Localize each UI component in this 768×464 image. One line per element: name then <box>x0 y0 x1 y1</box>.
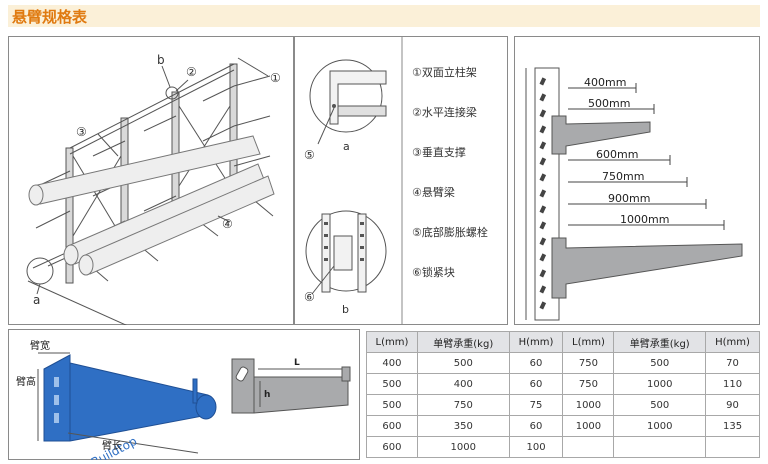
legend-item: ①双面立柱架 <box>412 66 477 79</box>
spec-table: L(mm) 单臂承重(kg) H(mm) L(mm) 单臂承重(kg) H(mm… <box>366 331 760 458</box>
table-cell: 1000 <box>613 415 707 437</box>
table-cell: 400 <box>366 352 418 374</box>
table-cell: 750 <box>562 352 615 374</box>
table-cell <box>613 436 707 458</box>
table-cell <box>562 436 615 458</box>
col-header: L(mm) <box>366 331 418 353</box>
table-cell: 1000 <box>613 373 707 395</box>
detail-label-a: a <box>343 140 350 153</box>
table-cell <box>705 436 760 458</box>
detail-label-6: ⑥ <box>304 290 315 304</box>
table-cell: 500 <box>613 394 707 416</box>
table-row: 400 500 60 750 500 70 <box>366 352 760 374</box>
table-cell: 135 <box>705 415 760 437</box>
table-row: 500 400 60 750 1000 110 <box>366 373 760 395</box>
table-cell: 1000 <box>562 394 615 416</box>
length-1000: 1000mm <box>620 213 669 226</box>
arm-length-label: 臂长 <box>102 439 122 452</box>
table-cell: 60 <box>508 415 564 437</box>
table-header-row: L(mm) 单臂承重(kg) H(mm) L(mm) 单臂承重(kg) H(mm… <box>366 331 760 353</box>
table-cell: 75 <box>508 394 564 416</box>
table-cell: 110 <box>705 373 760 395</box>
length-500: 500mm <box>588 97 630 110</box>
page-title: 悬臂规格表 <box>12 8 88 26</box>
length-900: 900mm <box>608 192 650 205</box>
legend-item: ③垂直支撑 <box>412 146 466 159</box>
table-cell: 60 <box>508 352 564 374</box>
legend-item: ⑤底部膨胀螺栓 <box>412 226 488 239</box>
dim-h: h <box>264 390 270 400</box>
length-600: 600mm <box>596 148 638 161</box>
detail-label-b: b <box>342 303 349 316</box>
label-4: ④ <box>222 217 233 231</box>
detail-label-5: ⑤ <box>304 148 315 162</box>
table-cell: 600 <box>366 436 418 458</box>
table-row: 600 350 60 1000 1000 135 <box>366 415 760 437</box>
col-header: 单臂承重(kg) <box>416 331 510 353</box>
table-cell: 500 <box>366 394 418 416</box>
rack-drawing: b ② ① ③ ④ a <box>26 53 281 325</box>
arm-detail-drawing: Buildtop 臂宽 臂高 臂长 L h <box>16 339 351 460</box>
table-cell: 400 <box>416 373 510 395</box>
header: 悬臂规格表 <box>0 0 768 30</box>
table-row: 600 1000 100 <box>366 436 760 458</box>
arm-width-label: 臂宽 <box>30 339 50 352</box>
col-header: 单臂承重(kg) <box>613 331 707 353</box>
length-750: 750mm <box>602 170 644 183</box>
table-cell: 350 <box>416 415 510 437</box>
table-cell: 60 <box>508 373 564 395</box>
legend-item: ⑥锁紧块 <box>412 266 455 279</box>
col-header: H(mm) <box>705 331 760 353</box>
table-cell: 500 <box>416 352 510 374</box>
table-cell: 100 <box>508 436 564 458</box>
table-cell: 1000 <box>416 436 510 458</box>
dim-L: L <box>294 358 300 368</box>
label-a: a <box>33 293 40 307</box>
label-2: ② <box>186 65 197 79</box>
label-3: ③ <box>76 125 87 139</box>
arm-height-label: 臂高 <box>16 375 36 388</box>
table-cell: 750 <box>416 394 510 416</box>
table-cell: 600 <box>366 415 418 437</box>
col-header: H(mm) <box>508 331 564 353</box>
table-cell: 90 <box>705 394 760 416</box>
table-cell: 750 <box>562 373 615 395</box>
length-400: 400mm <box>584 76 626 89</box>
table-cell: 1000 <box>562 415 615 437</box>
legend-item: ②水平连接梁 <box>412 106 477 119</box>
table-cell: 500 <box>366 373 418 395</box>
table-row: 500 750 75 1000 500 90 <box>366 394 760 416</box>
table-cell: 500 <box>613 352 707 374</box>
detail-drawing: ⑤ a ⑥ b <box>304 36 403 325</box>
header-bar <box>8 5 760 27</box>
legend-item: ④悬臂梁 <box>412 186 455 199</box>
col-header: L(mm) <box>562 331 615 353</box>
table-cell: 70 <box>705 352 760 374</box>
arm-length-drawing: 400mm 500mm 600mm 750mm 900mm 1000mm <box>525 67 743 321</box>
label-1: ① <box>270 71 281 85</box>
label-b: b <box>157 53 165 67</box>
